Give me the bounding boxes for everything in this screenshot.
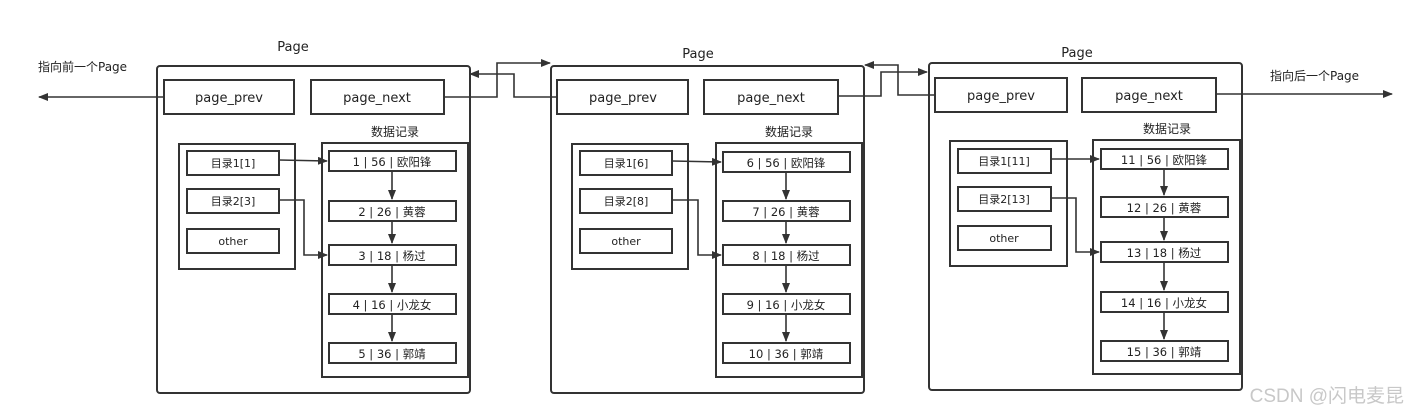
page-3-record-2-label: 12 | 26 | 黄蓉: [1127, 201, 1202, 215]
page-3-record-5-label: 15 | 36 | 郭靖: [1127, 345, 1202, 359]
page-2-directory-2-pointer: [672, 199, 722, 259]
page-1-to-page-2-next-link: [444, 59, 551, 98]
page-1-prev-box: [163, 79, 295, 115]
page-3-directory-1-label: 目录1[11]: [978, 155, 1030, 168]
page-2-directory-1-pointer: [671, 157, 722, 166]
page-2-directory-other: [579, 228, 673, 254]
csdn-watermark: CSDN @闪电麦昆: [1250, 385, 1404, 407]
page-3-record-4-label: 14 | 16 | 小龙女: [1121, 296, 1207, 310]
page-2-record-3-label: 8 | 18 | 杨过: [752, 249, 820, 263]
page-3-title: Page: [1061, 46, 1092, 61]
page-2-record-4-label: 9 | 16 | 小龙女: [747, 298, 826, 312]
page-2-to-page-1-prev-link: [469, 70, 557, 98]
page-2-directory-2-label: 目录2[8]: [604, 195, 649, 208]
page-3-directory-other: [957, 225, 1052, 251]
page-1-prev-label: page_prev: [195, 91, 263, 106]
page-2-directory-2: [579, 188, 673, 214]
page-3-records-title: 数据记录: [1143, 121, 1191, 136]
left-pointer-label: 指向前一个Page: [38, 59, 127, 74]
page-1-record-5: [328, 342, 457, 364]
page-2: Page page_prev page_next 目录1[6] 目录2[8] o…: [550, 47, 865, 394]
page-1-directory-other-label: other: [218, 235, 248, 248]
page-3-next-box: [1081, 77, 1217, 113]
page-1-directory-1-pointer: [278, 156, 328, 165]
page-3-next-label: page_next: [1115, 89, 1183, 104]
page-1-directory-1: [186, 150, 280, 176]
page-3-directory-2-label: 目录2[13]: [978, 193, 1030, 206]
page-1-record-2-label: 2 | 26 | 黄蓉: [358, 205, 426, 219]
page-1: Page page_prev page_next 目录1[1] 目录2[3] o…: [156, 40, 471, 394]
page-1-record-1-label: 1 | 56 | 欧阳锋: [353, 155, 432, 169]
page-2-directory-other-label: other: [611, 235, 641, 248]
page-3-directory-2-pointer: [1051, 197, 1100, 256]
page-2-prev-box: [556, 79, 689, 115]
page-3-directory-2: [957, 186, 1052, 212]
page-2-to-page-3-next-link: [838, 68, 928, 97]
page-2-record-2-label: 7 | 26 | 黄蓉: [752, 205, 820, 219]
page-1-title: Page: [277, 40, 308, 55]
page-2-record-5: [722, 342, 851, 364]
page-2-next-box: [703, 79, 839, 115]
page-3-directory-1: [957, 148, 1052, 174]
page-1-next-box: [310, 79, 445, 115]
page-3-prev-label: page_prev: [967, 89, 1035, 104]
page-2-prev-label: page_prev: [589, 91, 657, 106]
page-2-record-1-label: 6 | 56 | 欧阳锋: [747, 156, 826, 170]
page-1-directory-other: [186, 228, 280, 254]
page-3-record-5: [1100, 340, 1229, 362]
page-1-records-title: 数据记录: [371, 124, 419, 139]
page-3-prev-box: [934, 77, 1068, 113]
page-2-record-5-label: 10 | 36 | 郭靖: [749, 347, 824, 361]
page-3-directory-other-label: other: [989, 232, 1019, 245]
page-3: Page page_prev page_next 目录1[11] 目录2[13]…: [928, 46, 1243, 391]
page-1-directory-1-label: 目录1[1]: [211, 157, 256, 170]
page-3-to-page-2-prev-link: [864, 61, 935, 96]
page-2-records-title: 数据记录: [765, 124, 813, 139]
page-1-next-label: page_next: [343, 91, 411, 106]
page-1-directory-2: [186, 188, 280, 214]
page-1-directory-2-pointer: [279, 199, 328, 259]
page-2-directory-1: [579, 150, 673, 176]
page-3-record-3-label: 13 | 18 | 杨过: [1127, 246, 1202, 260]
page-2-directory-1-label: 目录1[6]: [604, 157, 649, 170]
page-1-record-4-label: 4 | 16 | 小龙女: [353, 298, 432, 312]
page-2-next-label: page_next: [737, 91, 805, 106]
page-2-title: Page: [682, 47, 713, 62]
page-3-record-1-label: 11 | 56 | 欧阳锋: [1121, 153, 1208, 167]
page-1-directory-2-label: 目录2[3]: [211, 195, 256, 208]
right-pointer-label: 指向后一个Page: [1270, 68, 1359, 83]
page-1-record-3-label: 3 | 18 | 杨过: [358, 249, 426, 263]
page-1-record-5-label: 5 | 36 | 郭靖: [358, 347, 426, 361]
